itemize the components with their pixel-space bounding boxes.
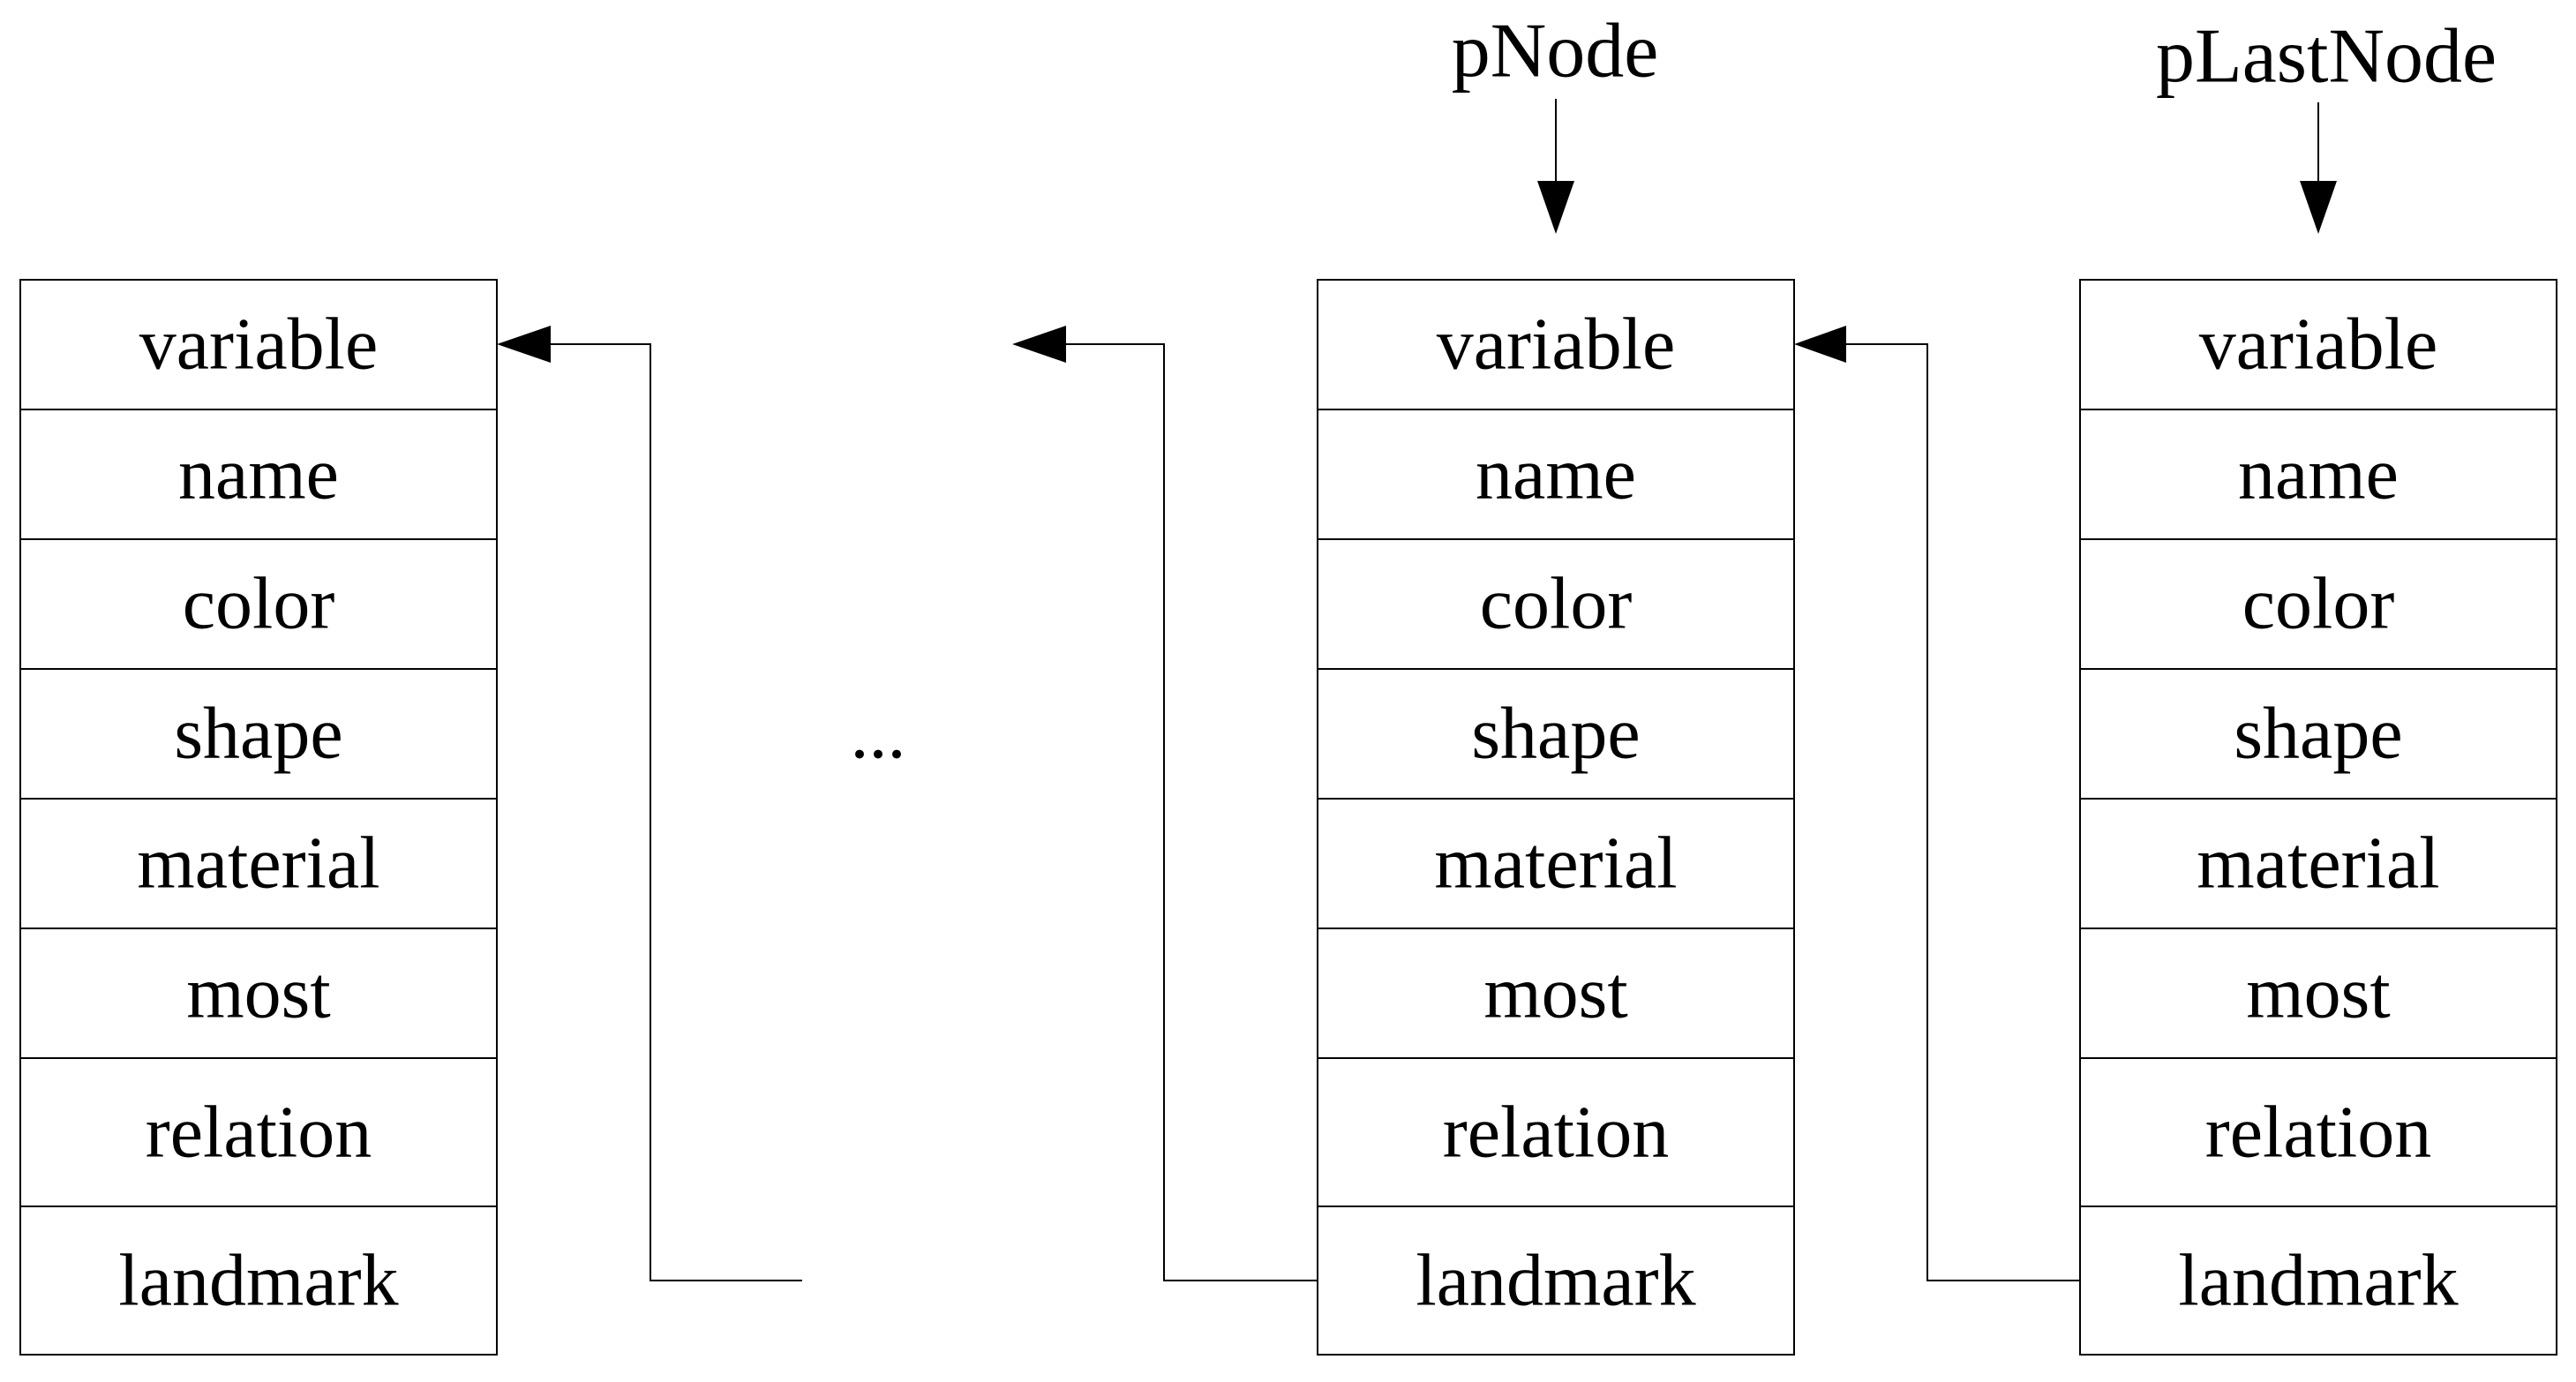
- node-3-field-landmark: landmark: [2178, 1240, 2458, 1322]
- node-2-field-name: name: [1476, 433, 1636, 515]
- node-1-field-material: material: [137, 822, 379, 905]
- node-1-field-relation: relation: [146, 1092, 372, 1174]
- node-3-field-relation: relation: [2205, 1092, 2432, 1174]
- node-2-field-material: material: [1434, 822, 1677, 905]
- plastnode-label: pLastNode: [2156, 14, 2497, 100]
- node-2-field-color: color: [1480, 563, 1633, 645]
- node-2: [1317, 279, 1795, 1356]
- node-2-field-shape: shape: [1471, 693, 1640, 775]
- node-3-field-name: name: [2238, 433, 2399, 515]
- node-1-border: [19, 279, 498, 1356]
- node-2-field-variable: variable: [1437, 304, 1676, 386]
- node-3-field-material: material: [2197, 822, 2439, 905]
- node-1: [19, 279, 498, 1356]
- node-3-field-color: color: [2242, 563, 2395, 645]
- pnode-label: pNode: [1452, 9, 1659, 94]
- node-3-field-variable: variable: [2199, 304, 2438, 386]
- node-3-field-shape: shape: [2234, 693, 2402, 775]
- node-1-field-most: most: [186, 952, 330, 1034]
- node-3: [2079, 279, 2557, 1356]
- link-arrow-node3-to-node2: [1794, 326, 2080, 1281]
- link-arrow-ellipsis-to-node1: [497, 326, 802, 1281]
- node-2-field-relation: relation: [1443, 1092, 1670, 1174]
- pnode-pointer-arrow: [1537, 99, 1574, 234]
- ellipsis-text: ...: [851, 693, 906, 775]
- node-3-border: [2079, 279, 2557, 1356]
- node-3-field-most: most: [2246, 952, 2390, 1034]
- node-1-field-color: color: [183, 563, 335, 645]
- node-2-border: [1317, 279, 1795, 1356]
- node-1-field-variable: variable: [139, 304, 379, 386]
- node-1-field-name: name: [178, 433, 339, 515]
- link-arrow-node2-to-ellipsis: [1012, 326, 1318, 1281]
- node-2-field-landmark: landmark: [1416, 1240, 1695, 1322]
- node-1-field-landmark: landmark: [118, 1240, 398, 1322]
- node-2-field-most: most: [1483, 952, 1627, 1034]
- plastnode-pointer-arrow: [2300, 102, 2337, 234]
- node-1-field-shape: shape: [174, 693, 342, 775]
